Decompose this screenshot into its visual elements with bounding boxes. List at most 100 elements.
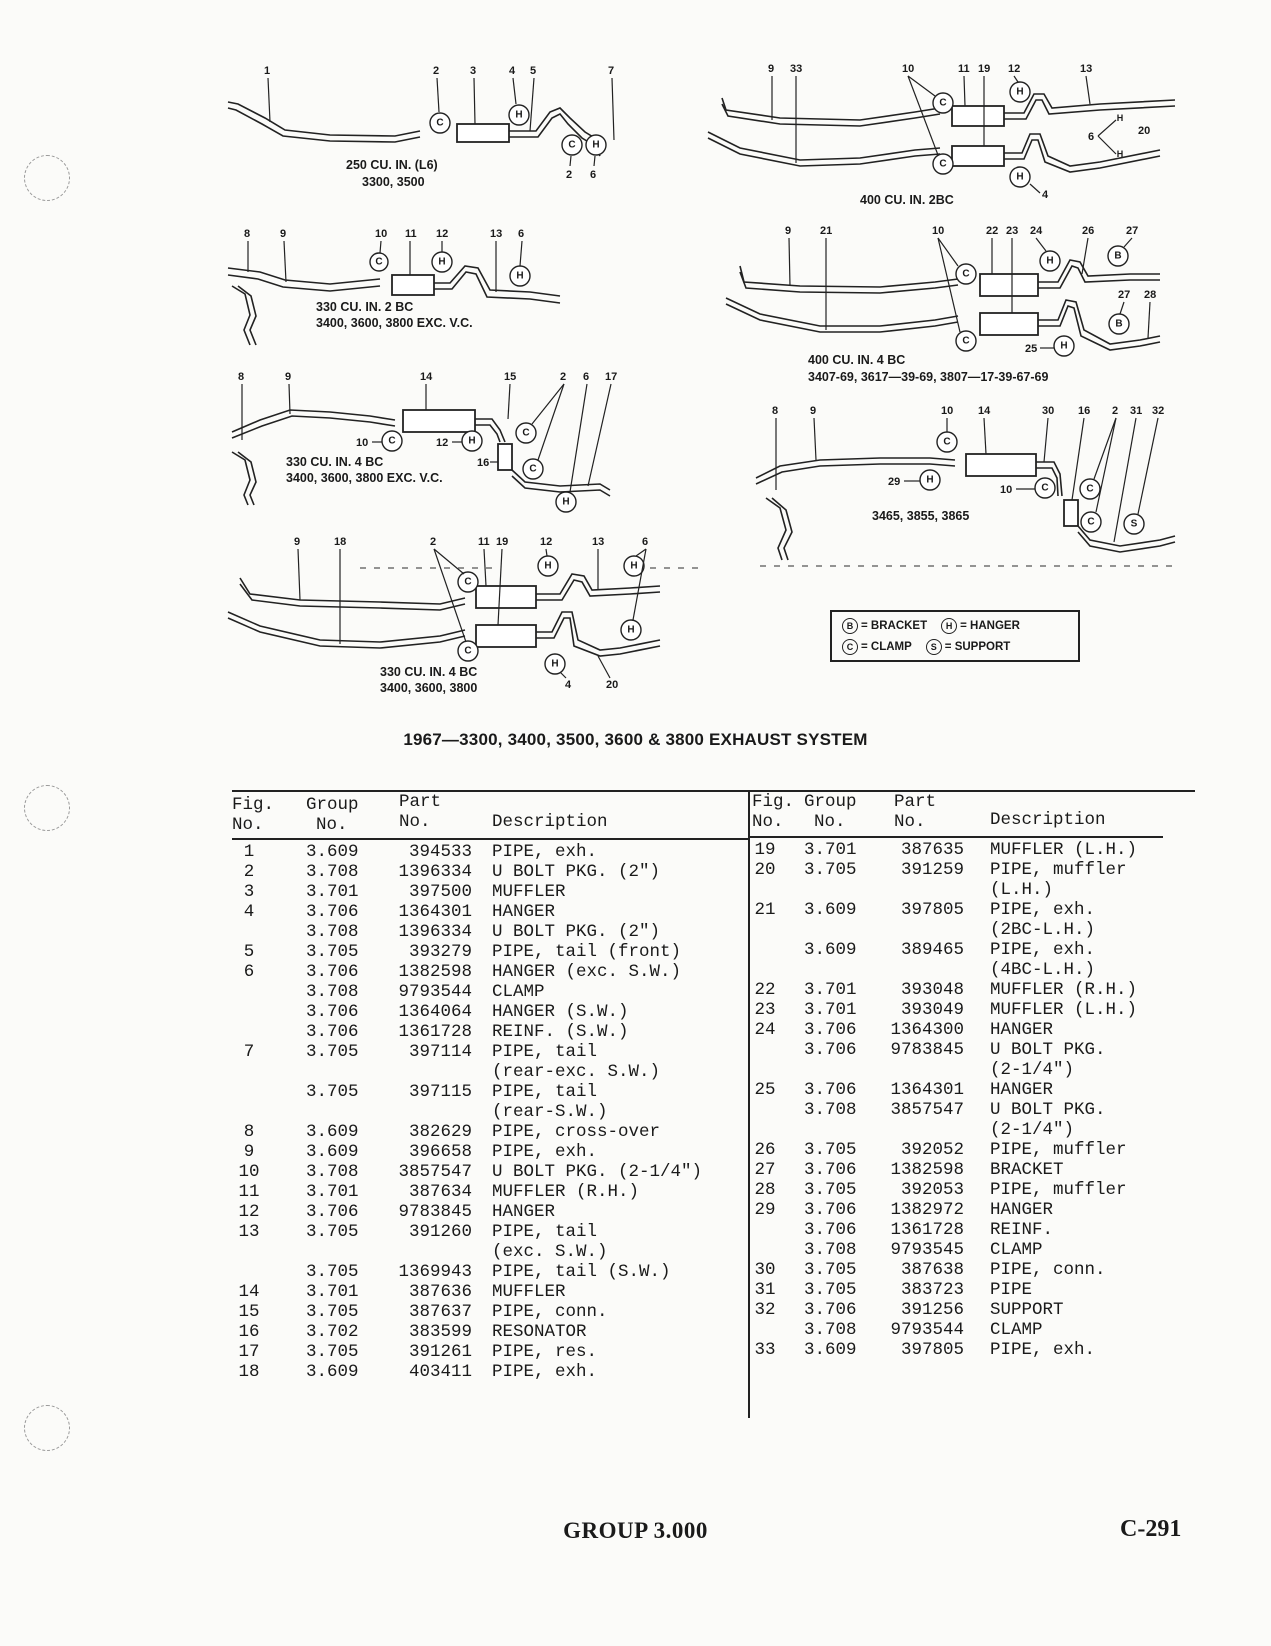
cell-group: 3.706 xyxy=(804,1300,857,1320)
cell-description: PIPE, exh. xyxy=(990,940,1096,960)
cell-group: 3.706 xyxy=(804,1160,857,1180)
svg-text:3: 3 xyxy=(470,65,476,77)
cell-fig: 33 xyxy=(754,1340,776,1360)
svg-text:C: C xyxy=(436,118,443,129)
svg-text:C: C xyxy=(464,646,471,657)
cell-fig: 7 xyxy=(243,1042,255,1062)
svg-text:C: C xyxy=(962,336,969,347)
cell-part: 397805 xyxy=(900,900,964,920)
caption-d1-line2: 3300, 3500 xyxy=(362,175,425,189)
cell-group: 3.609 xyxy=(804,900,857,920)
svg-text:10: 10 xyxy=(375,228,387,240)
table-header-rule-right xyxy=(750,836,1163,838)
svg-text:10: 10 xyxy=(356,437,368,449)
svg-text:6: 6 xyxy=(590,169,596,181)
svg-text:6: 6 xyxy=(1088,131,1094,143)
cell-group: 3.706 xyxy=(306,902,359,922)
svg-text:20: 20 xyxy=(606,679,618,691)
cell-description: PIPE, tail xyxy=(492,1042,598,1062)
svg-text:25: 25 xyxy=(1025,343,1037,355)
cell-description: U BOLT PKG. (2") xyxy=(492,922,661,942)
cell-part: 391260 xyxy=(408,1222,472,1242)
svg-text:2: 2 xyxy=(560,371,566,383)
cell-fig: 13 xyxy=(238,1222,260,1242)
punch-hole-middle xyxy=(24,785,70,831)
header-description: Description xyxy=(492,812,608,832)
svg-text:19: 19 xyxy=(496,536,508,548)
cell-description: CLAMP xyxy=(492,982,545,1002)
cell-part: 1364301 xyxy=(890,1080,964,1100)
svg-text:8: 8 xyxy=(244,228,250,240)
cell-group: 3.609 xyxy=(804,1340,857,1360)
cell-fig: 19 xyxy=(754,840,776,860)
svg-text:13: 13 xyxy=(1080,63,1092,75)
cell-description: CLAMP xyxy=(990,1240,1043,1260)
cell-part: 1364301 xyxy=(398,902,472,922)
svg-text:12: 12 xyxy=(540,536,552,548)
cell-description: (L.H.) xyxy=(990,880,1054,900)
header-part-2: No. xyxy=(399,812,431,832)
svg-text:9: 9 xyxy=(785,225,791,237)
svg-text:6: 6 xyxy=(583,371,589,383)
svg-text:27: 27 xyxy=(1118,289,1130,301)
header-fig-2: No. xyxy=(232,815,264,835)
svg-text:14: 14 xyxy=(978,405,991,417)
cell-fig: 20 xyxy=(754,860,776,880)
cell-part: 394533 xyxy=(408,842,472,862)
svg-text:13: 13 xyxy=(592,536,604,548)
diagram-400-4bc: C C H H B B 9 21 10 22 23 24 26 27 27 28… xyxy=(725,225,1161,384)
svg-text:C: C xyxy=(522,428,529,439)
caption-d7-line1: 3465, 3855, 3865 xyxy=(872,509,969,523)
svg-text:12: 12 xyxy=(436,437,448,449)
hanger-icon: H xyxy=(941,618,958,634)
svg-text:H: H xyxy=(544,561,551,572)
svg-text:24: 24 xyxy=(1030,225,1043,237)
cell-description: U BOLT PKG. xyxy=(990,1040,1106,1060)
symbol-legend: B = BRACKET H = HANGER C = CLAMP S = SUP… xyxy=(830,610,1080,662)
exhaust-diagrams: C H C H 1 2 3 4 5 7 2 6 250 CU. IN. (L6)… xyxy=(227,63,1180,695)
cell-part: 391261 xyxy=(408,1342,472,1362)
svg-text:7: 7 xyxy=(608,65,614,77)
svg-text:26: 26 xyxy=(1082,225,1094,237)
cell-group: 3.708 xyxy=(306,862,359,882)
svg-text:10: 10 xyxy=(941,405,953,417)
svg-text:8: 8 xyxy=(772,405,778,417)
cell-part: 392053 xyxy=(900,1180,964,1200)
cell-group: 3.706 xyxy=(306,1022,359,1042)
cell-part: 393049 xyxy=(900,1000,964,1020)
cell-part: 9793544 xyxy=(890,1320,964,1340)
cell-description: PIPE, tail xyxy=(492,1082,598,1102)
cell-description: RESONATOR xyxy=(492,1322,587,1342)
cell-group: 3.708 xyxy=(306,1162,359,1182)
cell-description: (4BC-L.H.) xyxy=(990,960,1096,980)
cell-description: MUFFLER xyxy=(492,1282,566,1302)
cell-description: PIPE, exh. xyxy=(492,1142,598,1162)
svg-text:4: 4 xyxy=(509,65,516,77)
svg-text:30: 30 xyxy=(1042,405,1054,417)
cell-part: 397114 xyxy=(408,1042,472,1062)
header-part-right-1: Part xyxy=(894,792,937,812)
cell-fig: 9 xyxy=(243,1142,255,1162)
cell-description: PIPE, tail (front) xyxy=(492,942,682,962)
bracket-icon: B xyxy=(842,618,858,634)
cell-part: 382629 xyxy=(408,1122,472,1142)
cell-fig: 5 xyxy=(243,942,255,962)
cell-fig: 11 xyxy=(238,1182,260,1202)
svg-text:9: 9 xyxy=(294,536,300,548)
cell-description: MUFFLER (L.H.) xyxy=(990,840,1138,860)
svg-text:H: H xyxy=(1046,256,1053,267)
svg-text:C: C xyxy=(939,159,946,170)
svg-text:H: H xyxy=(468,436,475,447)
clamp-icon: C xyxy=(842,639,858,655)
cell-group: 3.705 xyxy=(804,860,857,880)
cell-group: 3.706 xyxy=(306,1002,359,1022)
cell-part: 397805 xyxy=(900,1340,964,1360)
cell-description: (exc. S.W.) xyxy=(492,1242,608,1262)
cell-group: 3.705 xyxy=(306,1082,359,1102)
cell-fig: 18 xyxy=(238,1362,260,1382)
svg-text:14: 14 xyxy=(420,371,433,383)
cell-description: PIPE, exh. xyxy=(990,900,1096,920)
caption-d2-line1: 330 CU. IN. 2 BC xyxy=(316,300,413,314)
svg-text:C: C xyxy=(962,269,969,280)
svg-text:11: 11 xyxy=(478,536,490,548)
